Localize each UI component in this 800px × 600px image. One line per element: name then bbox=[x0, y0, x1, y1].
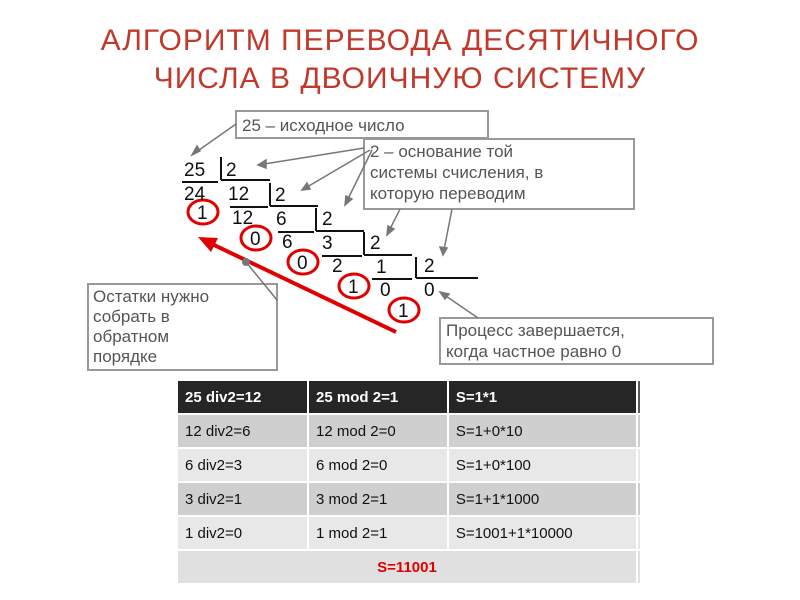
remainder-1-second: 1 bbox=[348, 277, 359, 298]
note-finish-line-1: Процесс завершается, bbox=[446, 321, 625, 340]
divisor-2-step2: 2 bbox=[275, 185, 286, 206]
remainder-circle-5 bbox=[387, 296, 421, 324]
quotient-12: 12 bbox=[228, 184, 249, 205]
note-box-source-number bbox=[235, 110, 489, 139]
note-box-finish bbox=[439, 317, 714, 365]
remainder-circle-2 bbox=[239, 224, 273, 252]
quotient-6: 6 bbox=[276, 209, 287, 230]
note-base-line-1: 2 – основание той bbox=[370, 142, 513, 161]
product-6: 6 bbox=[282, 232, 293, 253]
division-bracket-1 bbox=[220, 157, 270, 181]
note-box-remainders bbox=[87, 283, 278, 371]
table-cell: 1 div2=0 bbox=[178, 516, 310, 551]
pointer-base-1-arrowhead bbox=[256, 158, 267, 170]
pointer-base-5-arrowhead bbox=[438, 246, 449, 257]
remainder-circle-1 bbox=[186, 198, 220, 226]
product-0: 0 bbox=[380, 280, 391, 301]
table-cell: S=1*1 bbox=[447, 381, 639, 415]
pointer-base-4-arrowhead bbox=[386, 224, 396, 237]
note-remainders-line-4: порядке bbox=[93, 347, 157, 366]
pointer-finish-arrowhead bbox=[438, 290, 451, 301]
slide-title-line-1: АЛГОРИТМ ПЕРЕВОДА ДЕСЯТИЧНОГО bbox=[100, 24, 700, 57]
table-edge-cell bbox=[637, 448, 642, 483]
division-bracket-2 bbox=[269, 183, 318, 207]
table-cell: 3 mod 2=1 bbox=[308, 482, 449, 517]
collect-arrow-head bbox=[198, 237, 218, 252]
note-finish-line-2: когда частное равно 0 bbox=[446, 342, 621, 361]
table-cell: S=1+1*1000 bbox=[447, 482, 639, 517]
table-cell: 12 mod 2=0 bbox=[308, 414, 449, 449]
table-edge-cell bbox=[637, 414, 642, 449]
conversion-steps-table: 25 div2=12 25 mod 2=1 S=1*1 12 div2=6 12… bbox=[178, 381, 642, 585]
product-2: 2 bbox=[332, 256, 343, 277]
pointer-base-2 bbox=[301, 149, 371, 191]
note-remainders-line-1: Остатки нужно bbox=[93, 287, 209, 306]
table-cell: 25 mod 2=1 bbox=[308, 381, 449, 415]
remainder-circle-4 bbox=[337, 272, 371, 300]
table-edge-cell bbox=[637, 550, 642, 585]
divisor-2-step5: 2 bbox=[424, 256, 435, 277]
divisor-2-step4: 2 bbox=[370, 233, 381, 254]
remainder-circle-3 bbox=[286, 248, 320, 276]
table-cell: 6 div2=3 bbox=[178, 448, 310, 483]
table-edge-cell bbox=[637, 482, 642, 517]
table-cell: S=1+0*100 bbox=[447, 448, 639, 483]
table-cell: 12 div2=6 bbox=[178, 414, 310, 449]
divisor-2-step3: 2 bbox=[322, 209, 333, 230]
note-base-line-2: системы счисления, в bbox=[370, 163, 543, 182]
pointer-base-3 bbox=[344, 149, 373, 206]
product-24: 24 bbox=[184, 184, 206, 205]
table-cell: 6 mod 2=0 bbox=[308, 448, 449, 483]
remainder-1-first: 1 bbox=[197, 203, 208, 224]
division-bracket-5 bbox=[415, 257, 478, 279]
pointer-source-arrowhead bbox=[190, 144, 202, 157]
division-bracket-4 bbox=[363, 232, 412, 256]
product-12: 12 bbox=[232, 208, 253, 229]
table-edge-cell bbox=[637, 516, 642, 551]
remainder-0-second: 0 bbox=[297, 253, 308, 274]
note-pointer-remainders bbox=[245, 261, 278, 301]
table-header-row: 25 div2=12 25 mod 2=1 S=1*1 bbox=[178, 381, 642, 415]
pointer-base-3-arrowhead bbox=[344, 194, 354, 207]
table-row: 1 div2=0 1 mod 2=1 S=1001+1*10000 bbox=[178, 516, 642, 551]
table-cell: S=1+0*10 bbox=[447, 414, 639, 449]
note-pointer-dot bbox=[242, 258, 250, 266]
table-row: 3 div2=1 3 mod 2=1 S=1+1*1000 bbox=[178, 482, 642, 517]
dividend-25: 25 bbox=[184, 160, 205, 181]
pointer-base-2-arrowhead bbox=[300, 181, 312, 191]
quotient-3: 3 bbox=[322, 233, 333, 254]
result-value: S=11001 bbox=[178, 550, 638, 585]
collect-arrow-line bbox=[211, 242, 397, 334]
table-cell: 3 div2=1 bbox=[178, 482, 310, 517]
remainder-0-first: 0 bbox=[250, 229, 261, 250]
division-bracket-3 bbox=[315, 208, 364, 232]
table-edge-cell bbox=[637, 381, 642, 415]
note-base-line-3: которую переводим bbox=[370, 184, 526, 203]
quotient-0: 0 bbox=[424, 280, 435, 301]
pointer-base-1 bbox=[257, 147, 365, 166]
note-source-number: 25 – исходное число bbox=[242, 116, 405, 135]
table-cell: 1 mod 2=1 bbox=[308, 516, 449, 551]
divisor-2-step1: 2 bbox=[226, 160, 237, 181]
slide-title-line-2: ЧИСЛА В ДВОИЧНУЮ СИСТЕМУ bbox=[153, 62, 647, 95]
note-remainders-line-2: собрать в bbox=[93, 307, 170, 326]
remainder-1-last: 1 bbox=[398, 301, 409, 322]
quotient-1: 1 bbox=[376, 257, 387, 278]
note-remainders-line-3: обратном bbox=[93, 327, 169, 346]
table-result-row: S=11001 bbox=[178, 550, 642, 585]
table-cell: 25 div2=12 bbox=[178, 381, 310, 415]
table-row: 6 div2=3 6 mod 2=0 S=1+0*100 bbox=[178, 448, 642, 483]
table-cell: S=1001+1*10000 bbox=[447, 516, 639, 551]
table-row: 12 div2=6 12 mod 2=0 S=1+0*10 bbox=[178, 414, 642, 449]
note-box-base bbox=[363, 138, 635, 210]
